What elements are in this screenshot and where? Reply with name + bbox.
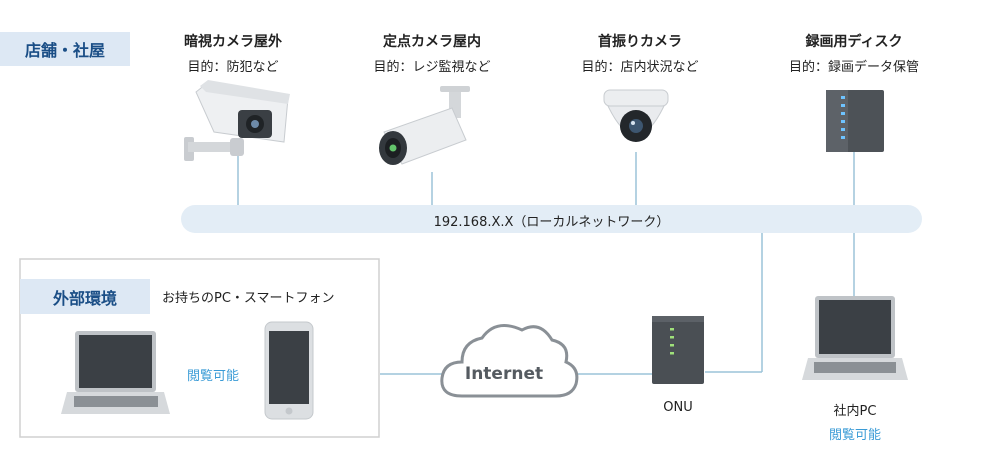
office-pc-label: 社内PC [833, 404, 877, 419]
disk-server-icon [826, 90, 884, 152]
device-title: 録画用ディスク [805, 34, 903, 50]
onu-device-icon [652, 316, 704, 384]
smartphone-icon [264, 321, 314, 420]
lan-label: 192.168.X.X（ローカルネットワーク） [433, 215, 670, 230]
dome-camera-icon [603, 89, 669, 142]
connection-lines [237, 148, 855, 375]
fixed-camera-icon [379, 86, 470, 165]
office-laptop-icon [802, 296, 908, 380]
external-section-tag: 外部環境 [20, 279, 150, 314]
external-laptop-icon [61, 331, 170, 414]
device-purpose: 目的：録画データ保管 [788, 60, 919, 75]
device-title: 首振りカメラ [598, 34, 682, 50]
device-title: 定点カメラ屋内 [383, 34, 481, 50]
device-purpose: 目的：レジ監視など [373, 60, 491, 75]
cloud-icon [440, 324, 579, 398]
store-section-tag: 店舗・社屋 [0, 32, 130, 66]
office-pc-view-note: 閲覧可能 [828, 428, 881, 443]
onu-label: ONU [663, 400, 693, 415]
internet-label: Internet [464, 364, 544, 384]
bullet-camera-icon [184, 80, 290, 161]
device-title: 暗視カメラ屋外 [184, 34, 282, 50]
external-view-note: 閲覧可能 [186, 369, 239, 384]
external-caption: お持ちのPC・スマートフォン [162, 291, 335, 306]
lan-bus [181, 205, 922, 233]
device-purpose: 目的：防犯など [187, 60, 279, 75]
device-purpose: 目的：店内状況など [581, 60, 699, 75]
